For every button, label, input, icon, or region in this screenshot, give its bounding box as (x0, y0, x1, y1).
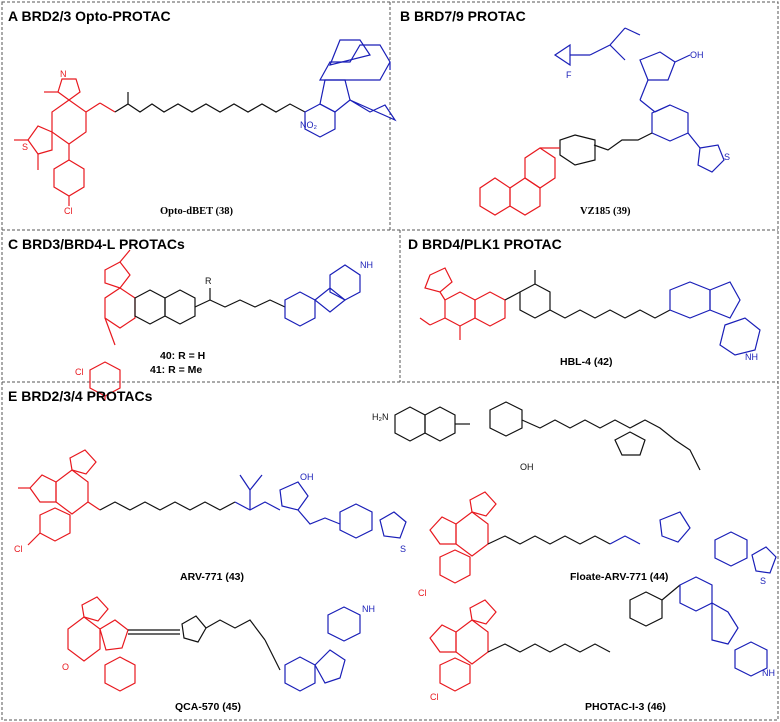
structure-compounds-40-41 (89, 249, 361, 400)
structure-vz185 (479, 27, 725, 216)
caption-opto-dbet: Opto-dBET (38) (160, 206, 234, 217)
atom-e4-nh: NH (762, 668, 775, 678)
atom-e2-oh: OH (520, 462, 534, 472)
caption-compound-40: 40: R = H (160, 350, 206, 362)
panel-b-title: B BRD7/9 PROTAC (400, 8, 526, 24)
atom-b-s: S (724, 152, 730, 162)
caption-vz185: VZ185 (39) (580, 206, 631, 217)
caption-hbl-4: HBL-4 (42) (560, 356, 613, 368)
panel-c-title: C BRD3/BRD4-L PROTACs (8, 236, 185, 252)
atom-e1-oh: OH (300, 472, 314, 482)
atom-b-oh: OH (690, 50, 704, 60)
caption-arv-771: ARV-771 (43) (180, 571, 245, 583)
atom-b-f: F (566, 70, 572, 80)
atom-e2-cl: Cl (418, 588, 427, 598)
panel-d-title: D BRD4/PLK1 PROTAC (408, 236, 562, 252)
caption-photac-i-3: PHOTAC-I-3 (46) (585, 701, 666, 713)
structure-qca-570 (67, 596, 361, 692)
caption-floate-arv-771: Floate-ARV-771 (44) (570, 571, 669, 583)
atom-labels: N S Cl NO₂ F OH S Cl R NH NH Cl OH S H₂N… (14, 50, 775, 702)
structure-arv-771 (18, 449, 407, 546)
atom-c-nh: NH (360, 260, 373, 270)
caption-qca-570: QCA-570 (45) (175, 701, 241, 713)
structure-hbl-4 (419, 267, 761, 356)
structure-floate-arv-771 (394, 401, 777, 584)
atom-d-nh: NH (745, 352, 758, 362)
atom-a-s: S (22, 142, 28, 152)
panel-a-title: A BRD2/3 Opto-PROTAC (8, 8, 171, 24)
atom-e3-nh: NH (362, 604, 375, 614)
atom-e3-o: O (62, 662, 69, 672)
atom-a-no2: NO₂ (300, 120, 318, 130)
structure-opto-dbet (14, 39, 397, 206)
structure-photac-i-3 (429, 576, 768, 692)
atom-a-cl: Cl (64, 206, 73, 216)
atom-c-cl: Cl (75, 367, 84, 377)
atom-a-n1: N (60, 69, 67, 79)
atom-e4-cl: Cl (430, 692, 439, 702)
atom-e2-h2n: H₂N (372, 412, 389, 422)
atom-c-r: R (205, 276, 212, 286)
caption-compound-41: 41: R = Me (150, 364, 203, 376)
panel-e-title: E BRD2/3/4 PROTACs (8, 388, 153, 404)
atom-e1-s: S (400, 544, 406, 554)
atom-e1-cl: Cl (14, 544, 23, 554)
atom-e2-s: S (760, 576, 766, 586)
